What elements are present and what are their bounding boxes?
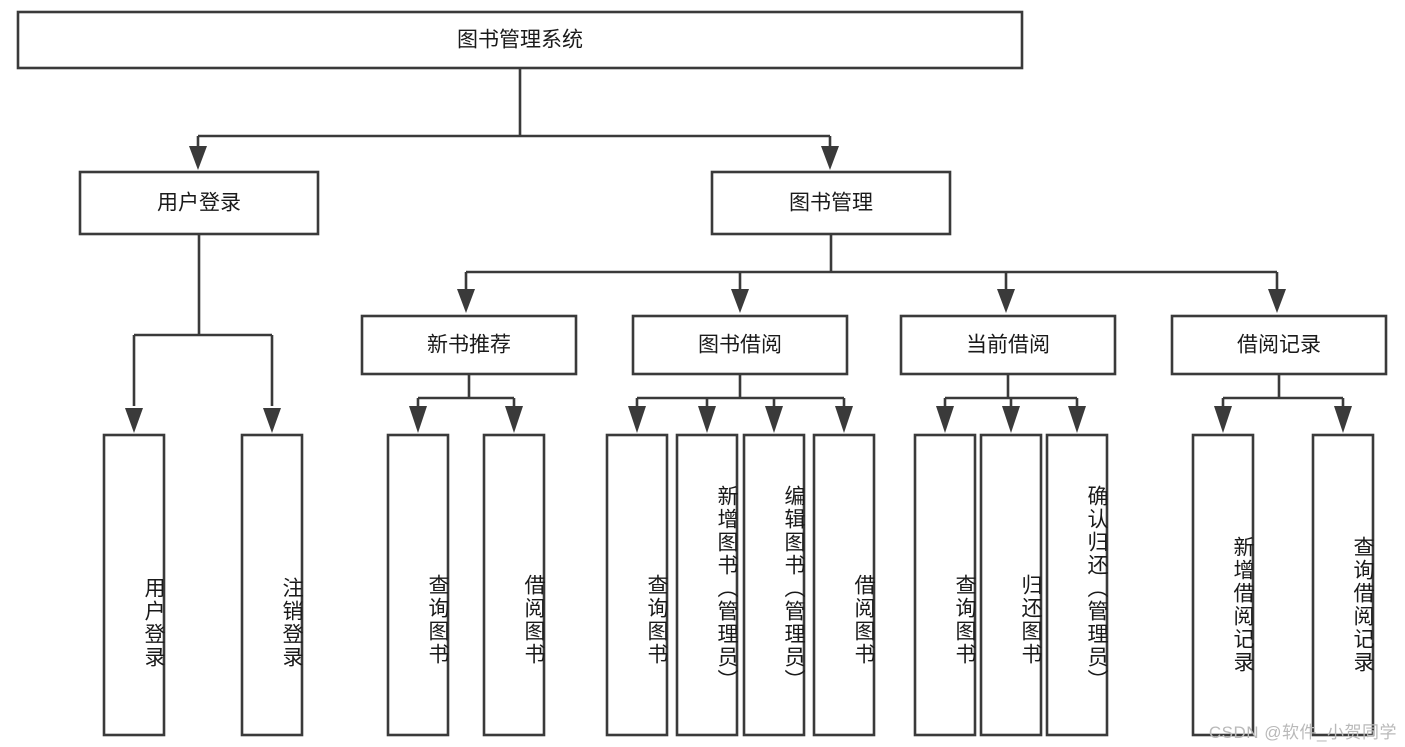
node-user-login-label: 用户登录 xyxy=(157,192,241,215)
arrowhead-leaf-query-book-3 xyxy=(936,406,954,433)
arrowhead-book-borrow xyxy=(731,289,749,313)
node-root-box[interactable] xyxy=(16,10,1024,70)
leaf-box-borrow-book-2[interactable] xyxy=(812,433,876,737)
node-current-borrow-box[interactable] xyxy=(899,314,1117,376)
arrowhead-book-manage xyxy=(821,146,839,170)
leaf-box-confirm-return[interactable] xyxy=(1045,433,1109,737)
leaf-box-user-login[interactable] xyxy=(102,433,166,737)
node-borrow-record-label: 借阅记录 xyxy=(1237,334,1321,357)
leaf-box-user-logout[interactable] xyxy=(240,433,304,737)
arrowhead-leaf-query-record xyxy=(1334,406,1352,433)
watermark-text: CSDN @软件_小贺同学 xyxy=(1208,723,1397,742)
arrowhead-borrow-record xyxy=(1268,289,1286,313)
arrowhead-new-book-rec xyxy=(457,289,475,313)
leaf-box-query-record[interactable] xyxy=(1311,433,1375,737)
leaf-box-add-record[interactable] xyxy=(1191,433,1255,737)
node-book-borrow-box[interactable] xyxy=(631,314,849,376)
leaf-box-return-book[interactable] xyxy=(979,433,1043,737)
arrowhead-leaf-query-book-2 xyxy=(628,406,646,433)
arrowhead-leaf-borrow-book-1 xyxy=(505,406,523,433)
arrowhead-leaf-user-logout xyxy=(263,408,281,433)
leaf-box-query-book-1[interactable] xyxy=(386,433,450,737)
node-borrow-record-box[interactable] xyxy=(1170,314,1388,376)
node-root-label: 图书管理系统 xyxy=(457,29,583,52)
leaf-box-borrow-book-1[interactable] xyxy=(482,433,546,737)
node-current-borrow-label: 当前借阅 xyxy=(966,334,1050,357)
arrowhead-current-borrow xyxy=(997,289,1015,313)
node-book-borrow-label: 图书借阅 xyxy=(698,334,782,357)
arrowhead-leaf-user-login xyxy=(125,408,143,433)
arrowhead-leaf-add-record xyxy=(1214,406,1232,433)
arrowhead-leaf-query-book-1 xyxy=(409,406,427,433)
leaf-box-edit-book[interactable] xyxy=(742,433,806,737)
arrowhead-leaf-return-book xyxy=(1002,406,1020,433)
leaf-box-query-book-2[interactable] xyxy=(605,433,669,737)
node-book-manage-label: 图书管理 xyxy=(789,192,873,215)
node-book-manage-box[interactable] xyxy=(710,170,952,236)
arrowhead-leaf-borrow-book-2 xyxy=(835,406,853,433)
arrowhead-leaf-add-book xyxy=(698,406,716,433)
arrowhead-leaf-confirm-return xyxy=(1068,406,1086,433)
node-new-book-rec-label: 新书推荐 xyxy=(427,334,511,357)
node-new-book-rec-box[interactable] xyxy=(360,314,578,376)
leaf-box-add-book[interactable] xyxy=(675,433,739,737)
arrowhead-user-login xyxy=(189,146,207,170)
arrowhead-leaf-edit-book xyxy=(765,406,783,433)
leaf-box-query-book-3[interactable] xyxy=(913,433,977,737)
